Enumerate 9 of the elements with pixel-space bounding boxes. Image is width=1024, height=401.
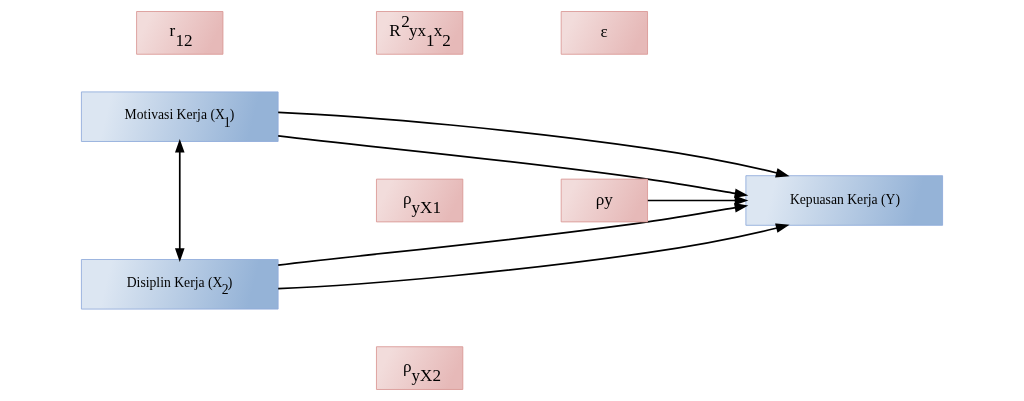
node-box: ρy — [560, 178, 648, 223]
node-box: Kepuasan Kerja (Y) — [745, 175, 943, 226]
arrow — [174, 138, 185, 262]
arrow — [277, 111, 790, 178]
arrow — [277, 223, 790, 290]
arrow — [277, 135, 749, 198]
arrow — [646, 195, 749, 206]
arrow — [277, 203, 749, 266]
node-box: ε — [560, 11, 648, 55]
